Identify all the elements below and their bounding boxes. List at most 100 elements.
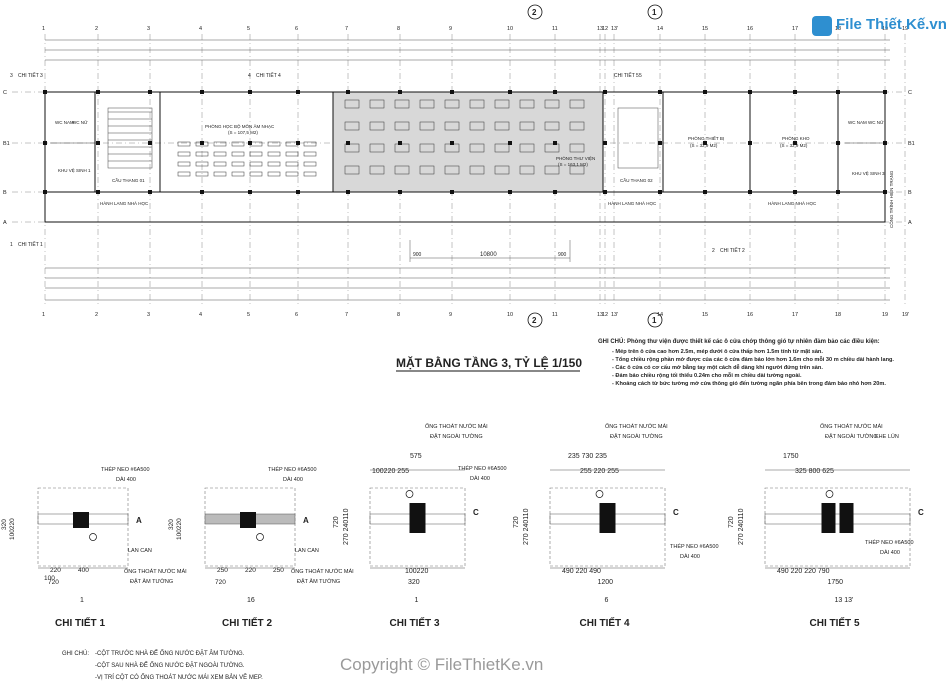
axis-bottom-label: 12 (602, 312, 608, 318)
tag-ct1-num: 1 (10, 242, 13, 248)
axis-bottom-label: 2 (95, 312, 98, 318)
detail-label-khe-lun: KHE LÚN (875, 433, 899, 440)
svg-text:2: 2 (532, 316, 537, 325)
detail-label-thep-neo: THÉP NEO #6A500 (268, 466, 317, 473)
axis-top-label: 13 (597, 26, 603, 32)
axis-side-label-right: B1 (908, 141, 915, 147)
detail-label-dat: ĐẶT NGOÀI TƯỜNG (430, 433, 483, 440)
detail-label-dai: DÀI 400 (283, 476, 303, 483)
svg-text:720: 720 (728, 516, 735, 528)
svg-text:250: 250 (217, 567, 228, 574)
axis-bottom-label: 1 (42, 312, 45, 318)
room-wc-nam: WC NAM (55, 120, 74, 125)
svg-text:100220: 100220 (176, 518, 183, 540)
axis-top-label: 9 (449, 26, 452, 32)
plan-note-item: - Đảm bảo chiều rộng tối thiểu 0.24m cho… (612, 372, 802, 379)
drain-pipe-icon (89, 533, 97, 541)
section-marker-top-icon (527, 4, 543, 20)
svg-text:720: 720 (333, 516, 340, 528)
axis-top-label: 6 (295, 26, 298, 32)
detail-dim-total: 1750 (828, 579, 844, 586)
axis-bottom-label: 8 (397, 312, 400, 318)
detail-grid-letter: A (303, 516, 309, 525)
detail-label-dat: ĐẶT NGOÀI TƯỜNG (610, 433, 663, 440)
axis-bottom-label: 17 (792, 312, 798, 318)
axis-bottom-label: 7 (345, 312, 348, 318)
room-kho-area: (S = 32,9 M2) (780, 143, 808, 148)
detail-grid-letter: A (136, 516, 142, 525)
tag-chi-tiet-1: CHI TIẾT 1 (18, 241, 43, 248)
svg-text:100: 100 (44, 575, 55, 582)
axis-side-label-right: C (908, 90, 912, 96)
tag-ct5-num: 5 (639, 73, 642, 79)
tag-ct3-num: 3 (10, 73, 13, 79)
detail-axis: 13 13' (835, 597, 854, 604)
detail-dim-top: 235 730 235 (568, 453, 607, 460)
axis-side-label-left: C (3, 90, 7, 96)
plan-note-heading: GHI CHÚ: Phòng thư viện được thiết kế cá… (598, 338, 880, 345)
svg-text:220: 220 (50, 567, 61, 574)
detail-dim-top: 575 (410, 453, 422, 460)
detail-grid-letter: C (673, 508, 679, 517)
svg-text:100220: 100220 (9, 518, 16, 540)
svg-text:270 240110: 270 240110 (738, 508, 745, 545)
svg-text:2: 2 (532, 8, 537, 17)
corridor-left: HÀNH LANG NHÀ HỌC (100, 200, 149, 206)
detail-title: CHI TIẾT 1 (55, 616, 105, 629)
detail-dim-total: 1200 (598, 579, 614, 586)
axis-top-label: 3 (147, 26, 150, 32)
section-marker-top-icon (647, 4, 663, 20)
svg-text:320: 320 (168, 519, 175, 530)
axis-bottom-label: 19 (882, 312, 888, 318)
axis-bottom-label: 6 (295, 312, 298, 318)
tag-chi-tiet-5: CHI TIẾT 5 (614, 72, 639, 79)
svg-text:1: 1 (652, 8, 657, 17)
axis-bottom-label: 5 (247, 312, 250, 318)
svg-text:220: 220 (245, 567, 256, 574)
detail-title: CHI TIẾT 3 (390, 616, 440, 629)
detail-label-thep-neo: THÉP NEO #6A500 (458, 465, 507, 472)
axis-bottom-label: 11 (552, 312, 558, 318)
drain-pipe-icon (825, 490, 834, 498)
axis-top-label: 11 (552, 26, 558, 32)
room-thiet-bi-area: (S = 32,9 M2) (690, 143, 718, 148)
detail-label-ong-thoat: ỐNG THOÁT NƯỚC MÁI (605, 423, 668, 430)
bottom-note-heading: GHI CHÚ: (62, 650, 89, 657)
copyright-watermark: Copyright © FileThietKe.vn (340, 655, 543, 674)
room-cau-thang-01: CẦU THANG 01 (112, 177, 145, 183)
drain-pipe-icon (595, 490, 604, 498)
detail-label-dai: DÀI 400 (880, 549, 900, 556)
room-wc-nu: WC NỮ (72, 119, 88, 125)
room-kho: PHÒNG KHO (782, 135, 810, 141)
svg-text:1: 1 (652, 316, 657, 325)
room-wc-right: WC NAM WC NỮ (848, 119, 884, 125)
axis-bottom-label: 13 (597, 312, 603, 318)
detail-label-ong-thoat: ỐNG THOÁT NƯỚC MÁI (291, 568, 354, 575)
dim-10800: 10800 (480, 252, 497, 258)
detail-dim-bottom: 490 220 490 (562, 568, 601, 575)
axis-top-label: 1 (42, 26, 45, 32)
corridor-mid: HÀNH LANG NHÀ HỌC (608, 200, 657, 206)
logo-mark-icon (812, 16, 832, 36)
detail-label-thep-neo: THÉP NEO #6A500 (101, 466, 150, 473)
plan-note-item: - Các ô cửa có cơ cấu mở bằng tay một cá… (612, 364, 823, 371)
detail-dim-bottom: 100220 (405, 568, 428, 575)
detail-grid-letter: C (918, 508, 924, 517)
detail-label-thep-neo: THÉP NEO #6A500 (865, 539, 914, 546)
dim-900-left: 900 (413, 252, 422, 258)
axis-top-label: 13' (611, 26, 618, 32)
detail-title: CHI TIẾT 5 (810, 616, 860, 629)
plan-note-item: - Mép trên ô cửa cao hơn 2.5m, mép dưới … (612, 348, 823, 355)
detail-axis: 16 (247, 597, 255, 604)
bottom-note-item: -CỘT SAU NHÀ ĐỂ ỐNG NƯỚC ĐẶT NGOÀI TƯỜNG… (95, 662, 245, 669)
detail-axis: 1 (80, 597, 84, 604)
brand-text: File Thiết Kế.vn (836, 16, 947, 33)
detail-dim-top: 1750 (783, 453, 799, 460)
